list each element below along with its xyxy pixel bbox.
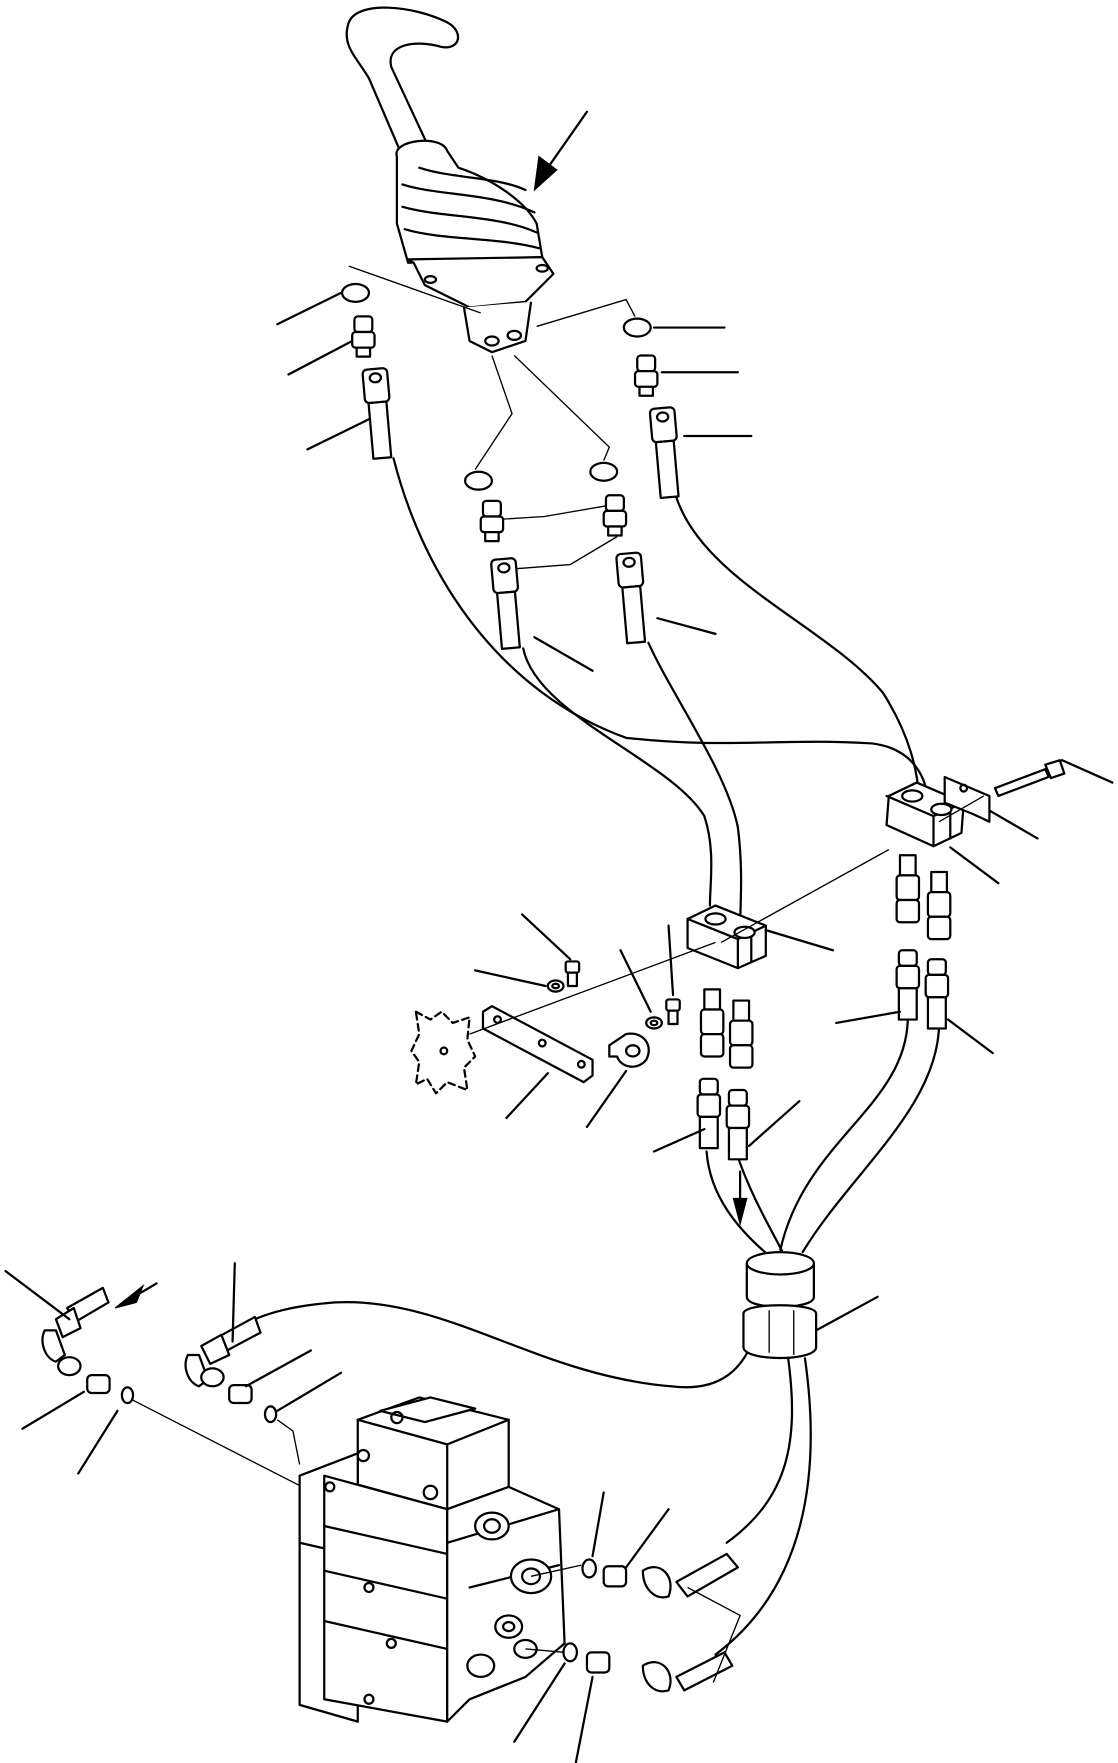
o-ring — [341, 282, 371, 303]
adapters — [351, 315, 659, 543]
grommet — [742, 1250, 818, 1360]
o-ring — [622, 317, 652, 338]
view-arrow-down — [732, 1170, 748, 1227]
elbow-fitting-left — [41, 1282, 158, 1405]
o-rings — [341, 282, 652, 491]
view-arrow-top — [533, 110, 589, 192]
o-ring — [463, 470, 494, 491]
bracket-hardware — [410, 941, 716, 1095]
assembly-lines-top — [348, 265, 636, 571]
bolt-long — [938, 759, 1066, 823]
leader-lines — [4, 291, 1114, 1763]
control-valve — [298, 1396, 582, 1723]
hose-end-fittings-upper — [361, 367, 680, 650]
hose-clamp-block-upper — [885, 775, 991, 848]
elbow-fitting-right — [131, 1315, 314, 1494]
o-ring — [589, 461, 619, 482]
hoses — [253, 457, 941, 1656]
valve-port-fittings — [562, 1552, 741, 1693]
hose-clamp-block-middle — [686, 849, 890, 970]
hose-connectors-lower — [696, 854, 952, 1161]
joystick-lever — [345, 6, 555, 354]
